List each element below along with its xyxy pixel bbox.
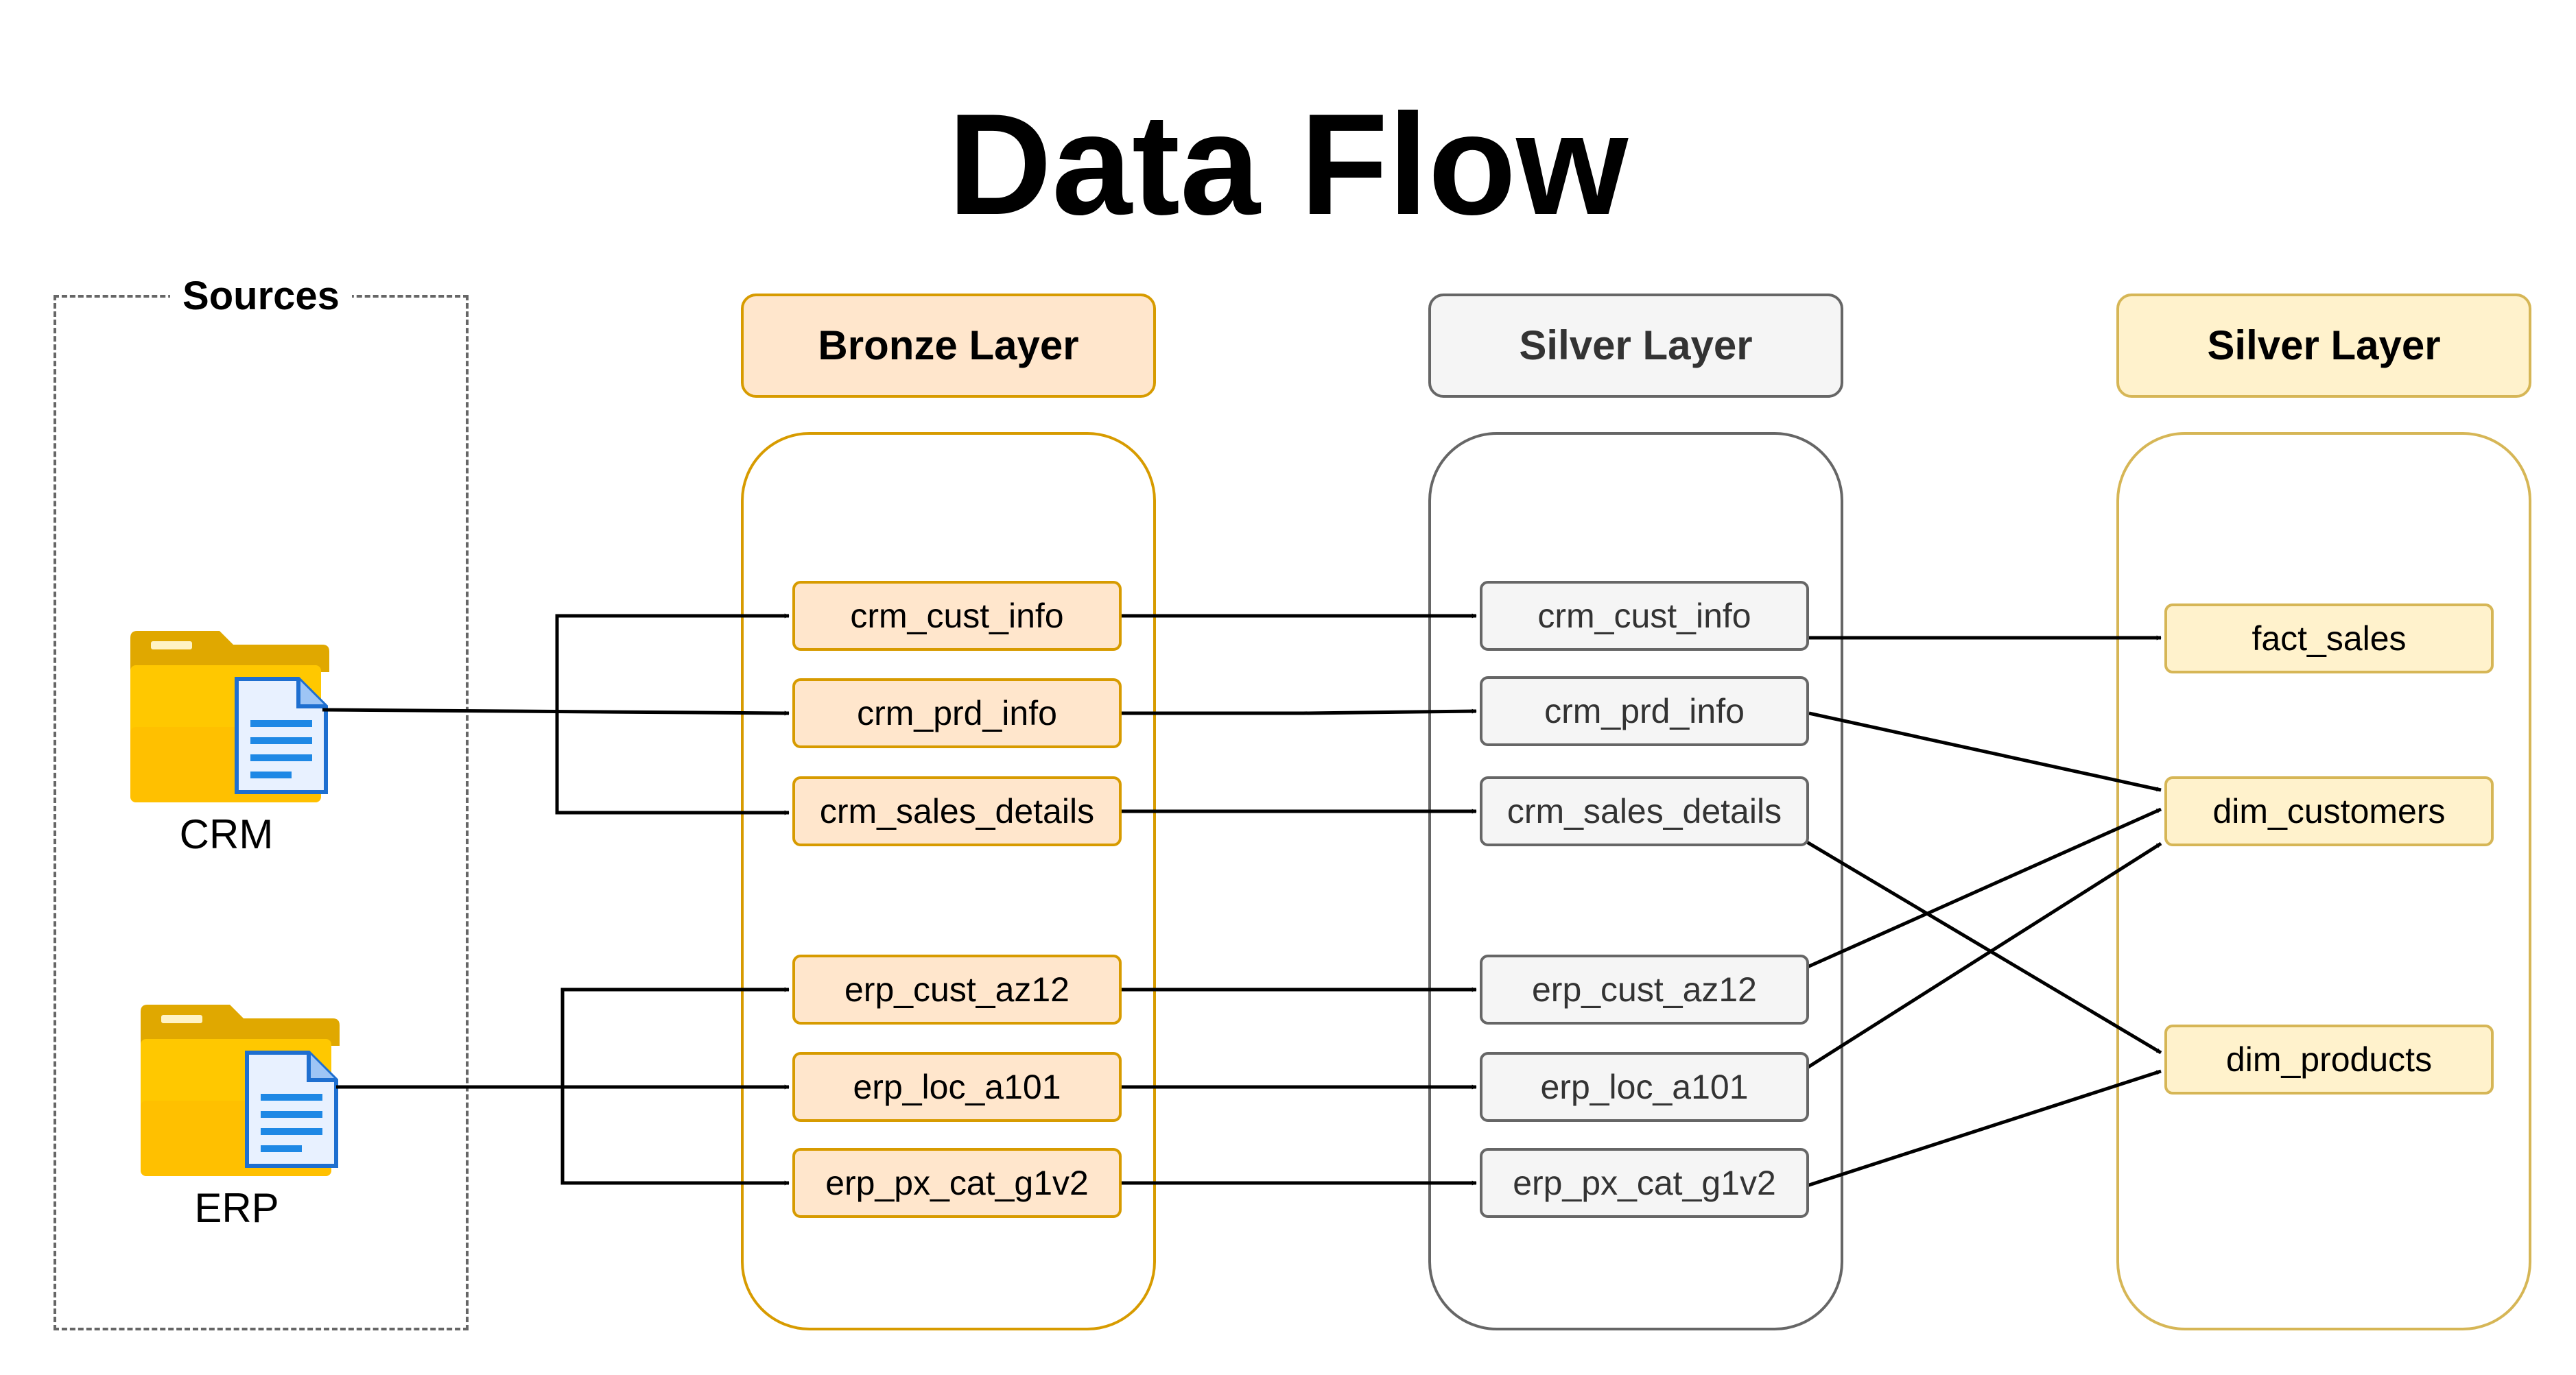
erp-document-icon [245, 1051, 338, 1168]
gold-table-fact-sales: fact_sales [2164, 603, 2494, 673]
silver-table-crm-sales-details: crm_sales_details [1480, 776, 1809, 846]
erp-source-label: ERP [194, 1185, 279, 1231]
edge-erp-to-erp-px-cat-g1v2 [560, 1087, 790, 1186]
edge-silver-gold-dim-customers-loc [1775, 841, 2162, 1089]
gold-table-dim-products: dim_products [2164, 1025, 2494, 1095]
crm-source-label: CRM [179, 811, 274, 857]
silver-table-erp-loc-a101: erp_loc_a101 [1480, 1052, 1809, 1122]
crm-document-icon [235, 677, 328, 794]
silver-layer-header: Silver Layer [1428, 294, 1843, 398]
edge-bronze-silver-crm-prd-info [1122, 708, 1477, 715]
edge-silver-gold-dim-products-sales [1773, 821, 2162, 1055]
silver-table-crm-cust-info: crm_cust_info [1480, 581, 1809, 651]
silver-table-crm-prd-info: crm_prd_info [1480, 676, 1809, 746]
bronze-table-crm-cust-info: crm_cust_info [792, 581, 1122, 651]
silver-table-erp-cust-az12: erp_cust_az12 [1480, 955, 1809, 1025]
bronze-table-crm-sales-details: crm_sales_details [792, 776, 1122, 846]
silver-table-erp-px-cat-g1v2: erp_px_cat_g1v2 [1480, 1148, 1809, 1218]
page-title: Data Flow [947, 84, 1629, 245]
bronze-table-erp-px-cat-g1v2: erp_px_cat_g1v2 [792, 1148, 1122, 1218]
crm-folder-icon [130, 631, 329, 802]
bronze-layer-header: Bronze Layer [741, 294, 1156, 398]
edge-crm-to-crm-cust-info [555, 613, 790, 711]
sources-label: Sources [170, 269, 352, 324]
gold-layer-container [2116, 432, 2531, 1330]
gold-layer-header: Silver Layer [2116, 294, 2531, 398]
edge-silver-gold-dim-products-px [1783, 1069, 2162, 1195]
edge-silver-gold-dim-customers-az12 [1775, 807, 2162, 983]
bronze-table-crm-prd-info: crm_prd_info [792, 678, 1122, 748]
bronze-table-erp-cust-az12: erp_cust_az12 [792, 955, 1122, 1025]
edge-crm-to-crm-sales-details [555, 711, 790, 815]
edge-silver-gold-dim-customers-prd [1808, 711, 2162, 792]
bronze-table-erp-loc-a101: erp_loc_a101 [792, 1052, 1122, 1122]
erp-folder-icon [141, 1005, 340, 1176]
gold-table-dim-customers: dim_customers [2164, 776, 2494, 846]
edge-erp-to-erp-cust-az12 [560, 987, 790, 1087]
